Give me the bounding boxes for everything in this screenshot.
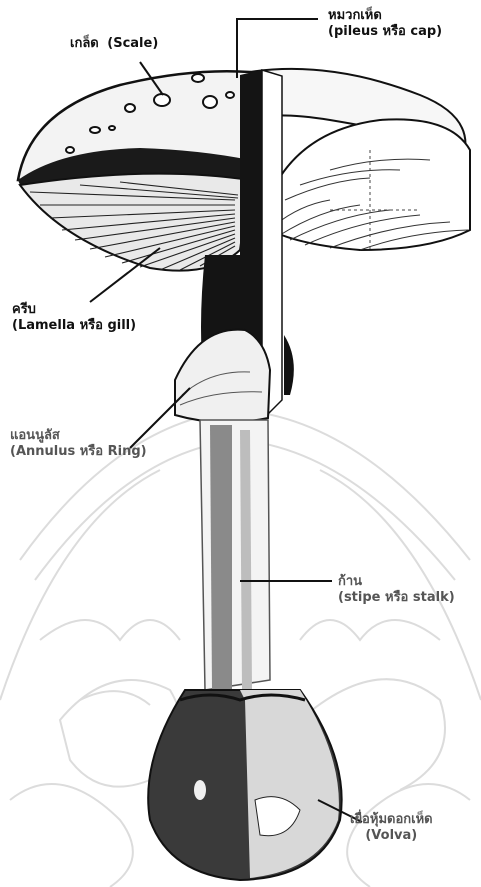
label-lamella-thai: ครีบ	[12, 302, 136, 318]
volva-bulb	[148, 690, 341, 880]
label-pileus-english: (pileus หรือ cap)	[328, 24, 442, 40]
annulus-ring	[175, 330, 270, 423]
cap-cross-section	[270, 119, 470, 250]
label-scale: เกล็ด (Scale)	[70, 36, 158, 52]
label-pileus-thai: หมวกเห็ด	[328, 8, 442, 24]
lower-stem	[200, 420, 270, 690]
label-annulus: แอนนูลัส (Annulus หรือ Ring)	[10, 428, 147, 460]
label-volva: เยื่อหุ้มดอกเห็ด (Volva)	[350, 812, 433, 844]
label-scale-english: (Scale)	[107, 36, 158, 51]
label-stipe-thai: ก้าน	[338, 574, 455, 590]
label-stipe: ก้าน (stipe หรือ stalk)	[338, 574, 455, 606]
label-volva-english: (Volva)	[350, 828, 433, 844]
label-annulus-thai: แอนนูลัส	[10, 428, 147, 444]
label-stipe-english: (stipe หรือ stalk)	[338, 590, 455, 606]
label-volva-thai: เยื่อหุ้มดอกเห็ด	[350, 812, 433, 828]
label-scale-thai: เกล็ด	[70, 36, 99, 51]
label-lamella: ครีบ (Lamella หรือ gill)	[12, 302, 136, 334]
label-pileus: หมวกเห็ด (pileus หรือ cap)	[328, 8, 442, 40]
label-lamella-english: (Lamella หรือ gill)	[12, 318, 136, 334]
label-annulus-english: (Annulus หรือ Ring)	[10, 444, 147, 460]
